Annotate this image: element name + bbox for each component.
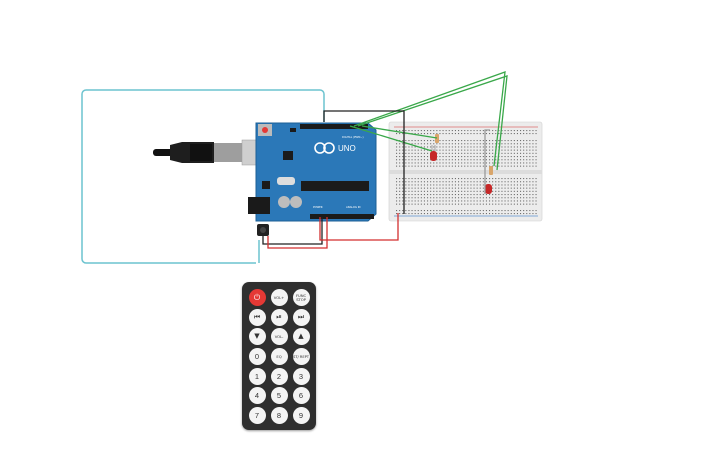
wire-red-bottom (267, 217, 328, 249)
power-header-label: POWER (313, 205, 323, 209)
remote-button-vol-up[interactable]: VOL+ (270, 289, 288, 306)
remote-button-seven[interactable]: 7 (248, 407, 266, 425)
remote-button-func-stop[interactable]: FUNC STOP (292, 289, 310, 306)
board-brand: UNO (338, 144, 356, 153)
wire-green-2 (357, 75, 508, 171)
remote-button-nine[interactable]: 9 (292, 407, 310, 425)
wires[interactable] (262, 71, 508, 249)
digital-header-label: DIGITAL (PWM~) (342, 135, 364, 139)
remote-button-one[interactable]: 1 (248, 367, 266, 385)
arduino-uno-board[interactable]: UNO DIGITAL (PWM~) POWER ANALOG IN (248, 122, 377, 222)
wire-gray (484, 129, 490, 194)
remote-button-st-rept[interactable]: ST/ REPT (292, 348, 310, 366)
remote-button-vol-down[interactable]: VOL- (270, 328, 288, 346)
remote-button-power[interactable]: ⏻ (248, 289, 266, 306)
remote-button-three[interactable]: 3 (292, 367, 310, 385)
remote-button-eq[interactable]: EQ (270, 348, 288, 366)
remote-button-up[interactable]: ▲ (292, 328, 310, 346)
remote-button-four[interactable]: 4 (248, 387, 266, 405)
selection-outline (81, 89, 325, 264)
usb-cable[interactable] (153, 139, 269, 166)
resistor-right[interactable] (489, 166, 493, 175)
remote-button-play-pause[interactable]: ⏯ (270, 308, 288, 326)
wire-green-4 (361, 125, 438, 139)
wire-green-3 (349, 125, 433, 152)
remote-button-five[interactable]: 5 (270, 387, 288, 405)
remote-button-prev[interactable]: ⏮ (248, 308, 266, 326)
remote-button-next[interactable]: ⏭ (292, 308, 310, 326)
wire-black-top (323, 110, 405, 214)
remote-button-two[interactable]: 2 (270, 367, 288, 385)
resistor-left[interactable] (435, 134, 439, 143)
breadboard[interactable] (388, 121, 543, 222)
wire-green-1 (353, 71, 506, 167)
led-left[interactable] (430, 145, 437, 161)
analog-header-label: ANALOG IN (346, 205, 360, 209)
remote-button-eight[interactable]: 8 (270, 407, 288, 425)
ir-receiver[interactable] (257, 224, 269, 236)
wire-black-bottom (262, 217, 323, 245)
wire-red-right (319, 213, 399, 241)
remote-button-zero[interactable]: 0 (248, 348, 266, 366)
remote-button-down[interactable]: ▼ (248, 328, 266, 346)
led-right[interactable] (485, 184, 492, 194)
remote-button-six[interactable]: 6 (292, 387, 310, 405)
